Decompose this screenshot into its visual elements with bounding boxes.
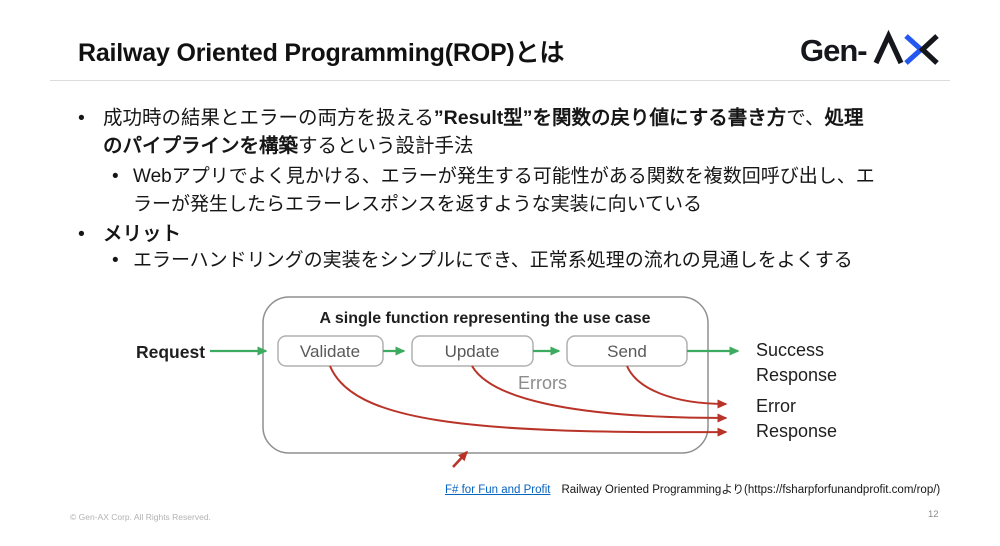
page-number: 12 [928,509,939,520]
logo-x-dark-stroke [918,34,939,65]
sub-bullet1-line2: ラーが発生したらエラーレスポンスを返すような実装に向いている [133,189,702,216]
title-divider [50,80,950,81]
text-run-bold: メリット [103,223,182,245]
bullet-marker: • [112,250,119,271]
send-label: Send [607,342,647,361]
rop-diagram: A single function representing the use c… [136,296,837,468]
bullet-marker: • [78,223,85,245]
validate-label: Validate [300,342,360,361]
update-label: Update [445,342,500,361]
fsharp-site-link[interactable]: F# for Fun and Profit [445,484,551,496]
error-response-label-line1: Error [756,396,796,416]
error-track-pointer-arrow [452,450,469,468]
text-run: エラーハンドリングの実装をシンプルにでき、正常系処理の流れの見通しをよくする [133,250,853,271]
text-run-bold: ”Result型”を関数の戻り値にする書き方 [433,107,787,129]
success-response-label-line2: Response [756,365,837,385]
logo-text: Gen- [800,33,867,68]
genax-logo: Gen- [800,29,940,70]
error-response-label-line2: Response [756,421,837,441]
source-citation: F# for Fun and Profit Railway Oriented Pr… [445,481,940,497]
text-run-bold: のパイプラインを構築 [103,135,299,157]
copyright-notice: © Gen-AX Corp. All Rights Reserved. [70,512,211,522]
sub-bullet2-line1: • エラーハンドリングの実装をシンプルにでき、正常系処理の流れの見通しをよくする [112,245,853,272]
text-run: ラーが発生したらエラーレスポンスを返すような実装に向いている [133,194,703,215]
errors-label: Errors [518,373,567,393]
text-run: Webアプリでよく見かける、エラーが発生する可能性がある関数を複数回呼び出し、エ [133,166,875,187]
bullet-marker: • [112,166,119,187]
bullet1-line2: のパイプラインを構築するという設計手法 [103,129,474,158]
update-error-curve [471,365,728,423]
bullet2-merit: • メリット [78,217,181,246]
send-error-curve [626,365,728,409]
text-run: 成功時の結果とエラーの両方を扱える [103,107,434,129]
sub-bullet1-line1: • Webアプリでよく見かける、エラーが発生する可能性がある関数を複数回呼び出し、… [112,161,875,188]
text-run-bold: 処理 [824,107,864,129]
text-run: で、 [786,107,825,129]
citation-text: Railway Oriented Programmingより(https://f… [561,484,941,496]
request-label: Request [136,342,205,362]
logo-lambda-glyph [873,29,904,65]
success-response-label-line1: Success [756,340,824,360]
bullet1-line1: • 成功時の結果とエラーの両方を扱える”Result型”を関数の戻り値にする書き方… [78,101,863,130]
text-run: するという設計手法 [298,135,474,157]
frame-title: A single function representing the use c… [319,310,650,327]
genax-logo-svg: Gen- [800,29,939,68]
bullet-marker: • [78,107,85,129]
validate-error-curve [329,365,728,437]
page-title: Railway Oriented Programming(ROP)とは [78,39,565,67]
